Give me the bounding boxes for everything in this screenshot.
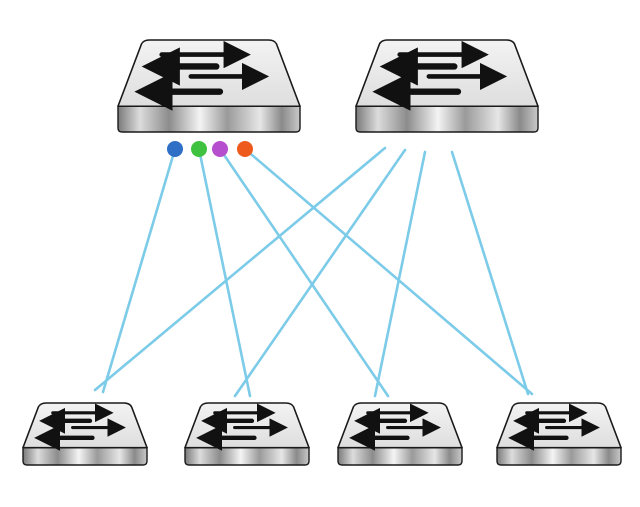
link-port-purple-to-leaf-3 bbox=[218, 147, 390, 398]
leaf-4-switch[interactable] bbox=[496, 402, 622, 466]
spine-2-front-panel bbox=[355, 105, 539, 133]
port-indicator-layer bbox=[167, 141, 253, 157]
link-spine-2-to-leaf-4 bbox=[450, 150, 530, 396]
link-port-orange-to-leaf-4 bbox=[243, 147, 534, 396]
port-purple-indicator bbox=[212, 141, 228, 157]
link-spine-2-to-leaf-2 bbox=[233, 148, 407, 398]
leaf-4-front-panel bbox=[496, 446, 622, 466]
leaf-1-front-panel bbox=[22, 446, 148, 466]
spine-1-front-panel bbox=[117, 105, 301, 133]
link-spine-2-to-leaf-3 bbox=[373, 150, 427, 398]
leaf-4-top-face bbox=[496, 402, 622, 449]
port-green-indicator bbox=[191, 141, 207, 157]
leaf-3-front-panel bbox=[337, 446, 463, 466]
link-port-blue-to-leaf-1 bbox=[101, 147, 177, 394]
port-blue-indicator bbox=[167, 141, 183, 157]
leaf-2-switch[interactable] bbox=[184, 402, 310, 466]
spine-2-switch[interactable] bbox=[355, 39, 539, 133]
leaf-3-switch[interactable] bbox=[337, 402, 463, 466]
spine-2-top-face bbox=[355, 39, 539, 108]
link-port-green-to-leaf-2 bbox=[197, 147, 252, 398]
leaf-3-top-face bbox=[337, 402, 463, 449]
links-layer bbox=[93, 146, 534, 398]
port-orange-indicator bbox=[237, 141, 253, 157]
leaf-1-top-face bbox=[22, 402, 148, 449]
leaf-2-front-panel bbox=[184, 446, 310, 466]
leaf-2-top-face bbox=[184, 402, 310, 449]
leaf-1-switch[interactable] bbox=[22, 402, 148, 466]
link-spine-2-to-leaf-1 bbox=[93, 146, 387, 392]
spine-1-top-face bbox=[117, 39, 301, 108]
switch-layer bbox=[22, 39, 622, 466]
spine-1-switch[interactable] bbox=[117, 39, 301, 133]
